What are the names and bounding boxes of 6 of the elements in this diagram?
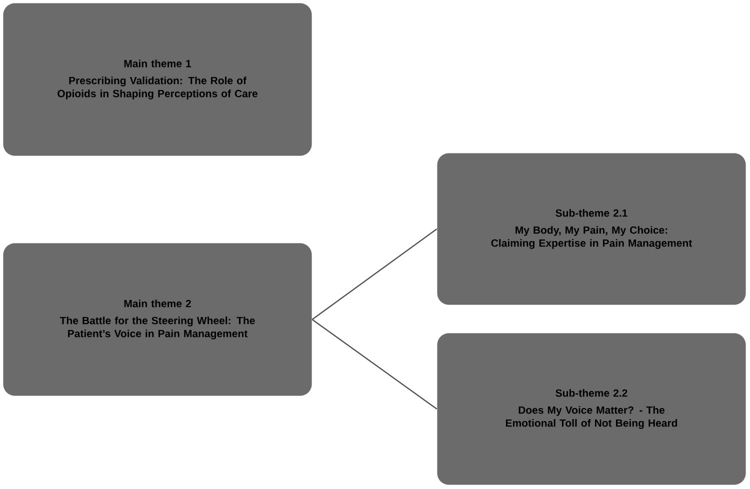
connector-line	[312, 228, 438, 320]
theme-box: Main theme 2 The Battle for the Steering Wheel: The Patient’s Voice in Pain Management	[2, 242, 312, 396]
theme-box: Sub-theme 2.1 My Body, My Pain, My Choice: Claiming Expertise in Pain Management	[436, 152, 746, 306]
connector-line	[312, 319, 438, 410]
theme-box: Sub-theme 2.2 Does My Voice Matter? - The Emotional Toll of Not Being Heard	[436, 332, 746, 486]
theme-box: Main theme 1 Prescribing Validation: The Role of Opioids in Shaping Perceptions of Care	[2, 2, 312, 156]
